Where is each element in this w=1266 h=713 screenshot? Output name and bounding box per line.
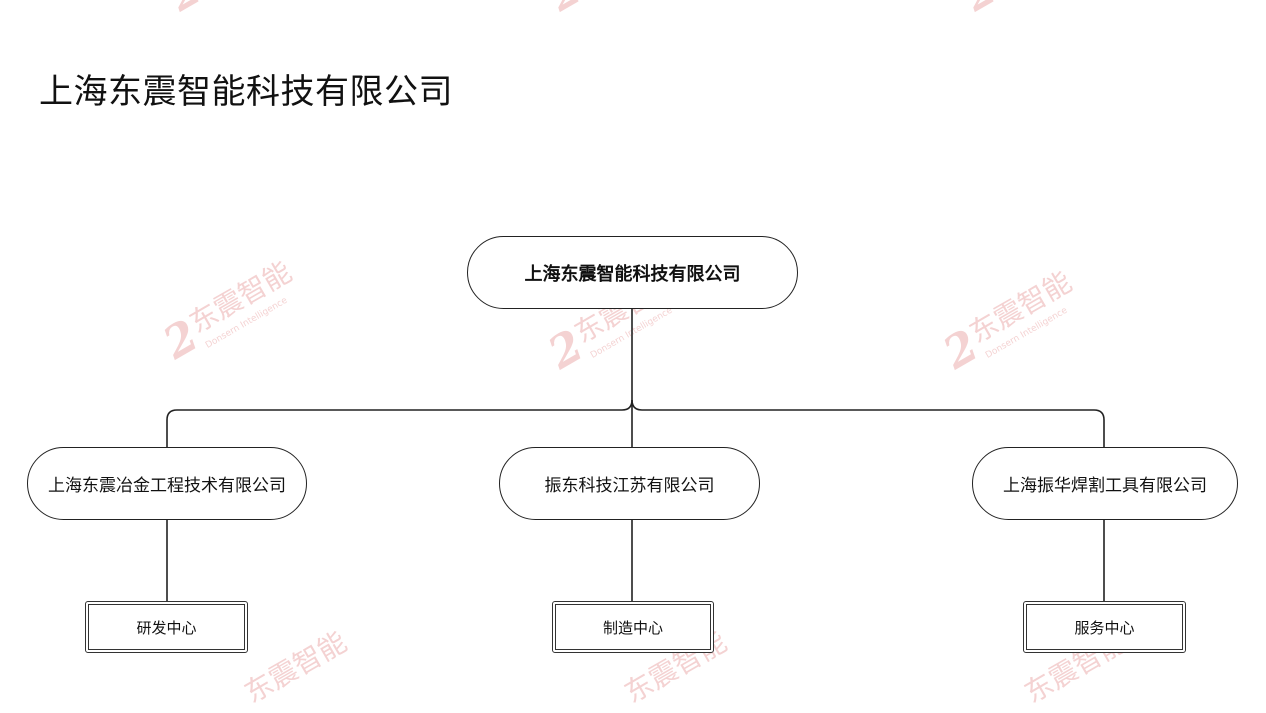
dept-node-rd: 研发中心 [85,601,248,653]
dept-node-manufacturing: 制造中心 [552,601,714,653]
connector-branch-left [166,399,633,447]
page-title: 上海东震智能科技有限公司 [39,72,453,112]
dept-node-service: 服务中心 [1023,601,1186,653]
subsidiary-node-metallurgy: 上海东震冶金工程技术有限公司 [27,447,307,520]
subsidiary-node-jiangsu: 振东科技江苏有限公司 [499,447,760,520]
org-root-node: 上海东震智能科技有限公司 [467,236,798,309]
subsidiary-node-welding: 上海振华焊割工具有限公司 [972,447,1238,520]
connector-branch-right [631,399,1105,447]
